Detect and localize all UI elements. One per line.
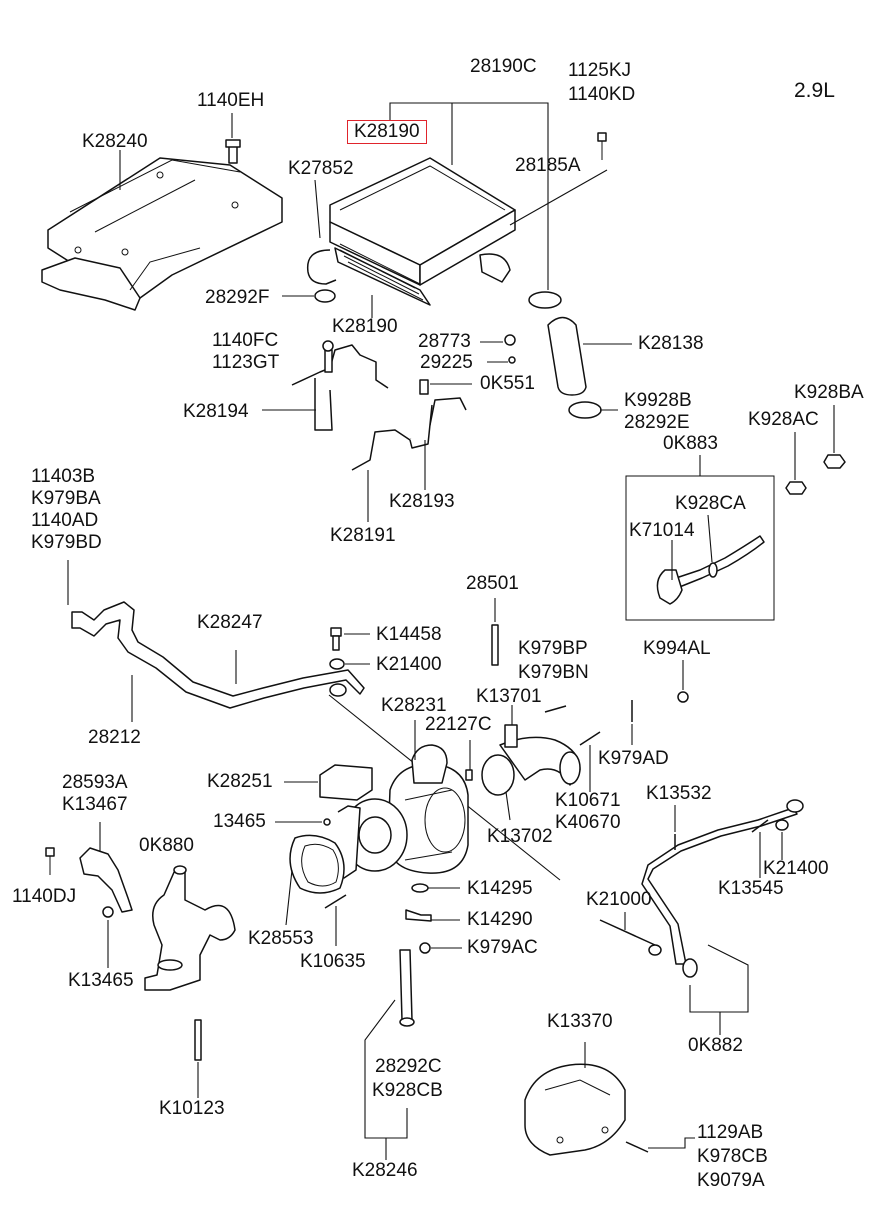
callout-K13465: K13465 [68, 970, 134, 991]
heat-shield-K13370-drawing [524, 1063, 626, 1156]
callout-K14295: K14295 [467, 878, 533, 899]
callout-28212: 28212 [88, 727, 141, 748]
callout-K28190-highlighted[interactable]: K28190 [347, 120, 427, 144]
engine-cover-drawing [41, 157, 283, 311]
oil-return-pipe-0K882-drawing [641, 799, 804, 978]
callout-0K883: 0K883 [663, 433, 718, 454]
callout-K14290: K14290 [467, 909, 533, 930]
callout-1125KJ: 1125KJ [568, 60, 632, 81]
bracket-K28194-drawing [291, 340, 389, 431]
callout-11403B: 11403B [31, 466, 96, 487]
callout-K979BD: K979BD [31, 532, 102, 553]
callout-K9079A: K9079A [697, 1170, 765, 1191]
callout-1140FC: 1140FC [212, 330, 279, 351]
callout-28773: 28773 [418, 331, 471, 352]
nut-K928AC-drawing [785, 481, 807, 495]
bolt-1140EH-drawing [225, 139, 241, 164]
bracket-K13467-drawing [79, 847, 133, 913]
callout-0K551: 0K551 [480, 373, 535, 394]
callout-K21000: K21000 [586, 889, 652, 910]
callout-K928BA: K928BA [794, 382, 864, 403]
callout-K28240: K28240 [82, 131, 148, 152]
callout-K978CB: K978CB [697, 1146, 768, 1167]
bolt-1140DJ-drawing [45, 847, 55, 875]
callout-1140AD: 1140AD [31, 510, 99, 531]
callout-K928CA: K928CA [675, 493, 746, 514]
callout-K928CB: K928CB [372, 1080, 443, 1101]
elbow-pipe-drawing [481, 724, 581, 796]
oil-feed-pipe-K28247-drawing [71, 601, 365, 709]
callout-1140DJ: 1140DJ [12, 886, 77, 907]
callout-K21400-lower: K21400 [763, 858, 829, 879]
callout-K28247: K28247 [197, 612, 263, 633]
callout-K14458: K14458 [376, 624, 442, 645]
callout-K28231: K28231 [381, 695, 447, 716]
callout-K13545: K13545 [718, 878, 784, 899]
callout-K13701: K13701 [476, 686, 542, 707]
callout-K13532: K13532 [646, 783, 712, 804]
callout-K10635: K10635 [300, 951, 366, 972]
callout-K979BP: K979BP [518, 638, 588, 659]
callout-K71014: K71014 [629, 520, 695, 541]
callout-28292C: 28292C [375, 1056, 442, 1077]
callout-29225: 29225 [420, 352, 473, 373]
callout-K21400-upper: K21400 [376, 654, 442, 675]
callout-K979BA: K979BA [31, 488, 101, 509]
callout-K979BN: K979BN [518, 662, 589, 683]
callout-28185A: 28185A [515, 155, 581, 176]
callout-28292F: 28292F [205, 287, 270, 308]
gasket-K28251-drawing [319, 764, 373, 801]
hose-assembly-0K883-drawing [656, 535, 765, 605]
turbocharger-drawing [335, 744, 469, 879]
callout-K28193: K28193 [389, 491, 455, 512]
engine-displacement-label: 2.9L [794, 79, 835, 102]
callout-K994AL: K994AL [643, 638, 711, 659]
callout-0K882: 0K882 [688, 1035, 743, 1056]
callout-K28251: K28251 [207, 771, 273, 792]
callout-K13702: K13702 [487, 826, 553, 847]
callout-1140EH: 1140EH [197, 90, 265, 111]
callout-K928AC: K928AC [748, 409, 819, 430]
callout-28501: 28501 [466, 573, 519, 594]
callout-28593A: 28593A [62, 772, 128, 793]
stud-28501-drawing [491, 624, 499, 666]
callout-13465: 13465 [213, 811, 266, 832]
callout-K979AD: K979AD [598, 748, 669, 769]
callout-K28553: K28553 [248, 928, 314, 949]
callout-K13370: K13370 [547, 1011, 613, 1032]
callout-22127C: 22127C [425, 714, 492, 735]
callout-28190C: 28190C [470, 56, 537, 77]
callout-K9928B: K9928B [624, 390, 692, 411]
callout-K979AC: K979AC [467, 937, 538, 958]
callout-1140KD: 1140KD [568, 84, 636, 105]
callout-K28138: K28138 [638, 333, 704, 354]
nut-K928BA-drawing [823, 454, 846, 469]
callout-K28246: K28246 [352, 1160, 418, 1181]
intercooler-drawing [306, 157, 516, 306]
callout-28292E: 28292E [624, 412, 690, 433]
callout-K10123: K10123 [159, 1098, 225, 1119]
callout-0K880: 0K880 [139, 835, 194, 856]
callout-K10671: K10671 [555, 790, 621, 811]
callout-K27852: K27852 [288, 158, 354, 179]
callout-1129AB: 1129AB [697, 1122, 764, 1143]
bolt-1125KJ-drawing [597, 132, 607, 160]
callout-K40670: K40670 [555, 812, 621, 833]
bolt-K14458-drawing [330, 627, 342, 651]
callout-K28194: K28194 [183, 401, 249, 422]
outlet-pipe-0K880-drawing [144, 865, 236, 991]
callout-1123GT: 1123GT [212, 352, 280, 373]
bracket-K28193-drawing [351, 379, 467, 471]
callout-K28191: K28191 [330, 525, 396, 546]
callout-K13467: K13467 [62, 794, 128, 815]
callout-K28190: K28190 [332, 316, 398, 337]
